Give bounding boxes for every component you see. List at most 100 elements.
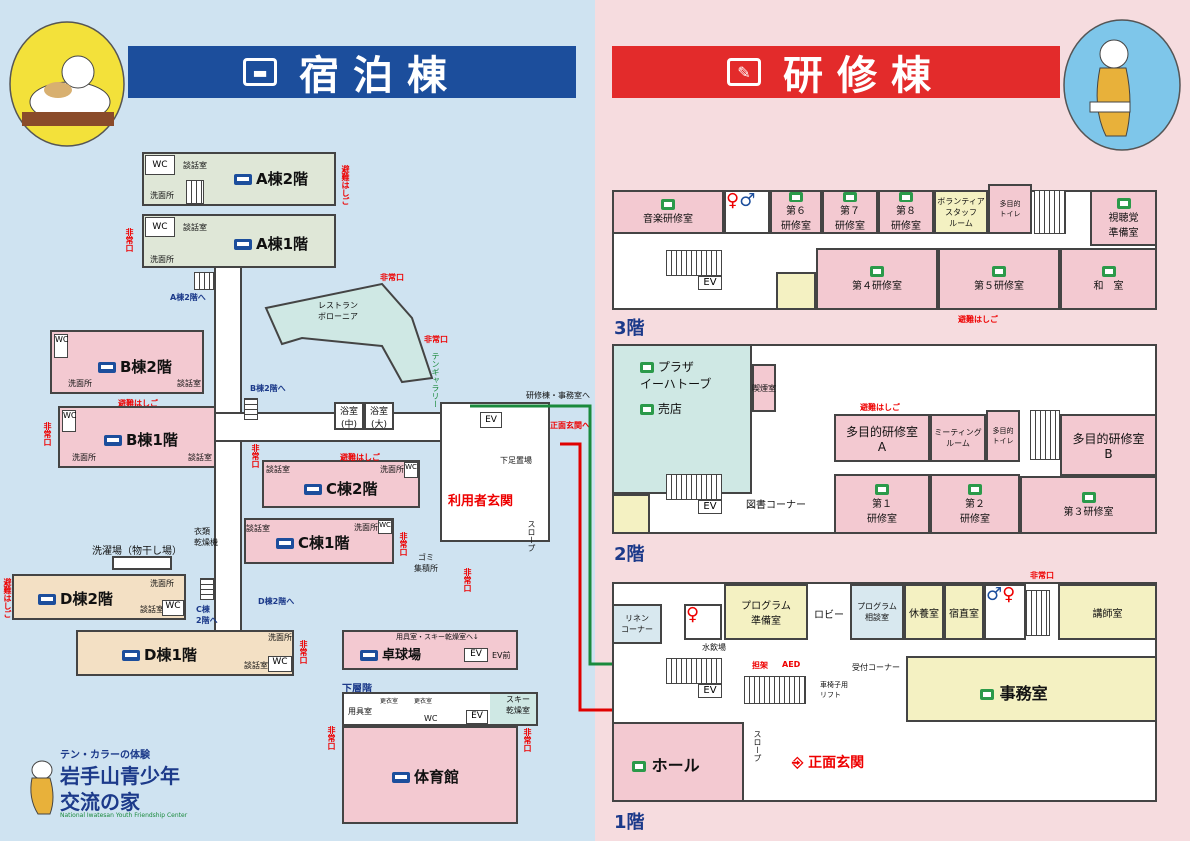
shop-label: 売店 xyxy=(640,400,682,417)
c2-label: C棟2階 xyxy=(304,478,377,499)
stretcher: 担架 xyxy=(752,661,768,670)
b2-wc: WC xyxy=(54,334,69,358)
2f-stairs-left xyxy=(666,474,722,500)
restaurant-emergency-1: 非常口 xyxy=(380,273,404,282)
to-front-label: 正面玄関へ xyxy=(550,421,590,430)
room-6: 第６ 研修室 xyxy=(770,190,822,234)
b-stairs xyxy=(244,398,258,420)
bed-icon xyxy=(234,239,252,250)
basement-changing1: 更衣室 xyxy=(380,698,399,705)
bed-icon xyxy=(234,174,252,185)
entrance-slope: スロープ xyxy=(527,520,536,552)
d1-emergency: 非常口 xyxy=(299,640,308,664)
c1-label: C棟1階 xyxy=(276,532,349,553)
c2-talk: 談話室 xyxy=(266,465,290,474)
music-icon xyxy=(661,199,675,210)
trash-collection: ゴミ 集積所 xyxy=(414,553,438,573)
c2-emergency: 非常口 xyxy=(251,444,260,468)
d2-label: D棟2階 xyxy=(38,588,113,609)
c-wing-2f xyxy=(262,460,420,508)
room-8: 第８ 研修室 xyxy=(878,190,934,234)
program-prep-room: プログラム 準備室 xyxy=(724,584,808,640)
aed: AED xyxy=(782,660,801,669)
pingpong-note: 用具室・スキー乾燥室へ↓ xyxy=(396,633,479,641)
room-icon xyxy=(870,266,884,277)
basement-tools: 用具室 xyxy=(348,707,372,716)
plaza-icon xyxy=(640,362,654,373)
bath-large: 浴室 (大) xyxy=(364,402,394,430)
tatami-icon xyxy=(1101,266,1116,277)
room-icon xyxy=(899,192,913,202)
bed-icon xyxy=(38,594,56,605)
female-icon: ♀ xyxy=(1002,584,1016,605)
1f-ev: EV xyxy=(698,684,722,698)
room-icon xyxy=(875,483,889,495)
entrance-ev: EV xyxy=(480,412,502,428)
plaza-label: プラザ イーハトーブ xyxy=(640,360,712,391)
2f-stairs-right xyxy=(1030,410,1060,460)
a1-stairs xyxy=(194,272,214,290)
japanese-room: 和 室 xyxy=(1060,248,1157,310)
3f-stairs-left xyxy=(666,250,722,276)
lobby: ロビー xyxy=(814,610,844,621)
office-icon xyxy=(980,689,994,700)
pingpong-ev-front: EV前 xyxy=(492,651,511,660)
basement-ev: EV xyxy=(466,710,488,724)
multipurpose-room-b: 多目的研修室 B xyxy=(1060,414,1157,476)
c-wing-1f xyxy=(244,518,394,564)
room-icon xyxy=(789,192,803,202)
water-fountain: 水飲場 xyxy=(702,643,726,652)
d2-wash: 洗面所 xyxy=(150,579,174,588)
av-prep-room: 視聴覚 準備室 xyxy=(1090,190,1157,246)
restaurant-label: レストラン ボローニア xyxy=(318,301,358,321)
bed-icon: ▬ xyxy=(243,58,277,86)
entrance-icon: ⎆ xyxy=(792,755,804,771)
lecturer-room: 講師室 xyxy=(1058,584,1157,640)
c1-emergency: 非常口 xyxy=(399,532,408,556)
floor-2-label: 2階 xyxy=(614,544,645,565)
sleeping-mascot-illustration xyxy=(9,21,125,147)
hall-label: ホール xyxy=(632,752,700,776)
b-wing-1f xyxy=(58,406,216,468)
3f-stairs-right xyxy=(1034,190,1066,234)
b2-escape: 避難はしご xyxy=(118,399,158,408)
d1-wc: WC xyxy=(268,656,292,672)
3f-restroom: ♀♂ xyxy=(724,190,770,234)
ten-gallery: テンギャラリー xyxy=(431,352,440,408)
training-banner: ✎ 研修棟 xyxy=(612,46,1060,99)
av-icon xyxy=(1116,197,1131,209)
basement-changing2: 更衣室 xyxy=(414,698,433,705)
a2-label: A棟2階 xyxy=(234,168,308,189)
logo-subtitle: テン・カラーの体験 xyxy=(60,750,150,761)
female-icon: ♀ xyxy=(726,190,740,211)
table-tennis-room xyxy=(342,630,518,670)
a1-label: A棟1階 xyxy=(234,233,308,254)
room-2: 第２ 研修室 xyxy=(930,474,1020,534)
restaurant-emergency-2: 非常口 xyxy=(424,335,448,344)
room-5: 第５研修室 xyxy=(938,248,1060,310)
room-7: 第７ 研修室 xyxy=(822,190,878,234)
a2-escape: 避難はしご xyxy=(341,165,350,205)
basement-wc: WC xyxy=(424,714,438,723)
d1-wash: 洗面所 xyxy=(268,633,292,642)
b1-talk: 談話室 xyxy=(188,453,212,462)
d1-talk: 談話室 xyxy=(244,661,268,670)
bed-icon xyxy=(304,484,322,495)
bath-mid: 浴室 (中) xyxy=(334,402,364,430)
shoe-storage: 下足置場 xyxy=(500,456,532,465)
c2-escape: 避難はしご xyxy=(340,453,380,462)
office-label: 事務室 xyxy=(980,680,1048,704)
1f-stairs-left xyxy=(666,658,722,684)
basement-title: 下層階 xyxy=(342,684,372,695)
mascot-logo-icon xyxy=(30,760,54,815)
d2-escape: 避難はしご xyxy=(3,578,12,618)
bed-icon xyxy=(98,362,116,373)
2f-multipurpose-toilet: 多目的 トイレ xyxy=(986,410,1020,462)
a1-emergency: 非常口 xyxy=(125,228,134,252)
a1-wc: WC xyxy=(145,217,175,237)
2f-ev: EV xyxy=(698,500,722,514)
male-icon: ♂ xyxy=(986,584,1003,605)
d2-talk: 談話室 xyxy=(140,605,164,614)
1f-stairs-right xyxy=(1026,590,1050,636)
a2-stairs xyxy=(186,180,204,204)
